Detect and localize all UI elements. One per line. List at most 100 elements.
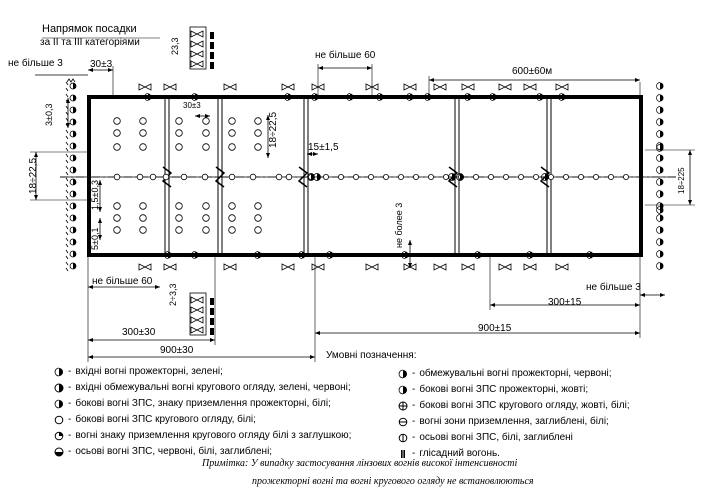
end-light xyxy=(660,226,664,234)
searchlight-outline xyxy=(656,166,661,174)
axial-light xyxy=(502,173,509,180)
white-circle-icon xyxy=(54,415,64,425)
green-half-icon xyxy=(54,367,64,377)
touchdown-light xyxy=(202,143,210,151)
runway-outline xyxy=(87,95,643,257)
ground-hatch xyxy=(65,255,69,260)
legend-item: -вогні зони приземлення, заглиблені, біл… xyxy=(398,416,609,428)
arrow-head xyxy=(66,123,70,128)
end-light xyxy=(660,206,664,214)
dim-max60-top: не більше 60 xyxy=(315,49,376,61)
dim-300-30: 300±30 xyxy=(122,327,156,338)
axial-light xyxy=(337,173,344,180)
legend-item: -бокові вогні ЗПС кругового огляду, білі… xyxy=(54,414,256,426)
searchlight-outline xyxy=(656,206,661,214)
searchlight-outline xyxy=(656,142,661,150)
legend-title: Умовні позначення: xyxy=(326,350,417,361)
searchlight-outline xyxy=(164,251,169,259)
searchlight-outline xyxy=(424,93,429,101)
searchlight-outline xyxy=(586,251,591,259)
edge-light xyxy=(302,251,306,259)
edge-light xyxy=(540,93,544,101)
searchlight-outline xyxy=(656,82,661,90)
ground-hatch xyxy=(65,195,69,200)
side-light-pair xyxy=(461,263,475,271)
touchdown-light xyxy=(175,143,183,151)
side-light-pair xyxy=(523,83,537,91)
searchlight-outline xyxy=(406,93,411,101)
landing-direction-label: Напрямок посадки xyxy=(42,23,137,35)
searchlight-outline xyxy=(656,94,661,102)
legend-dash: - xyxy=(412,416,416,427)
searchlight-outline xyxy=(656,238,661,246)
threshold-light-fill xyxy=(73,95,76,101)
axial-light xyxy=(149,173,157,181)
threshold-light-fill xyxy=(73,251,76,257)
arrow-head xyxy=(310,355,315,359)
edge-light xyxy=(315,93,319,101)
end-light xyxy=(660,190,664,198)
legend-item: -вогні знаку приземлення кругового огляд… xyxy=(54,430,351,442)
legend-item: -бокові вогні ЗПС прожекторні, жовті; xyxy=(398,384,588,396)
yellow-white-circle-icon xyxy=(398,401,408,411)
dim-30-3-inner: 30±3 xyxy=(183,101,201,110)
axial-light xyxy=(162,173,170,181)
touchdown-light xyxy=(254,143,262,151)
glide-light xyxy=(210,62,214,69)
side-light-pair xyxy=(555,263,569,271)
end-light xyxy=(660,106,664,114)
edge-light xyxy=(405,251,409,259)
touchdown-light xyxy=(175,226,183,234)
arrow-head xyxy=(408,263,412,268)
yellow-half-icon xyxy=(398,385,408,395)
searchlight-outline xyxy=(656,118,661,126)
approach-light xyxy=(190,40,204,48)
threshold-light-fill xyxy=(73,119,76,125)
legend-item: -бокові вогні ЗПС кругового огляду, жовт… xyxy=(398,400,630,412)
arrow-head xyxy=(660,293,665,297)
dim-15-03: 1,5±0,3 xyxy=(90,180,100,210)
glide-light-icon xyxy=(398,449,408,459)
side-light-pair xyxy=(223,263,237,271)
dim-600: 600±60м xyxy=(512,66,552,77)
approach-light xyxy=(190,316,204,324)
arrow-head xyxy=(313,152,318,156)
axial-light xyxy=(275,173,283,181)
touchdown-light xyxy=(175,214,183,222)
arrow-head xyxy=(307,152,312,156)
legend-item: -осьові вогні ЗПС, білі, заглиблені xyxy=(398,432,573,444)
ground-hatch xyxy=(65,153,69,158)
touchdown-light xyxy=(113,214,121,222)
note-line-1: Примітка: У випадку застосування лінзови… xyxy=(202,458,518,469)
approach-light xyxy=(190,306,204,314)
threshold-light-fill xyxy=(73,191,76,197)
searchlight-outline xyxy=(326,251,331,259)
legend-dash: - xyxy=(68,430,72,441)
searchlight-outline xyxy=(536,93,541,101)
threshold-light-fill xyxy=(73,239,76,245)
axial-light xyxy=(487,173,494,180)
end-light xyxy=(660,154,664,162)
legend-item: -обмежувальні вогні прожекторні, червоні… xyxy=(398,368,611,380)
axial-light-outline xyxy=(448,173,456,181)
arrow-head xyxy=(635,303,640,307)
touchdown-light xyxy=(113,202,121,210)
glide-light xyxy=(210,308,214,315)
axial-light xyxy=(608,173,615,180)
searchlight-outline xyxy=(656,190,661,198)
arrow-head xyxy=(98,180,102,185)
touchdown-light xyxy=(228,117,236,125)
arrow-head xyxy=(155,285,160,289)
axial-light-outline xyxy=(456,173,464,181)
red-white-circle-icon xyxy=(54,447,64,457)
arrow-head xyxy=(108,68,113,72)
ground-hatch xyxy=(65,219,69,224)
searchlight-outline xyxy=(656,106,661,114)
legend-item: -бокові вогні ЗПС, знаку приземлення про… xyxy=(54,398,331,410)
ground-hatch xyxy=(65,135,69,140)
searchlight-outline xyxy=(311,93,316,101)
red-white-axial-light xyxy=(452,173,456,181)
axial-light xyxy=(397,173,404,180)
side-light-pair xyxy=(433,263,447,271)
plugged-circle-icon xyxy=(54,431,64,441)
